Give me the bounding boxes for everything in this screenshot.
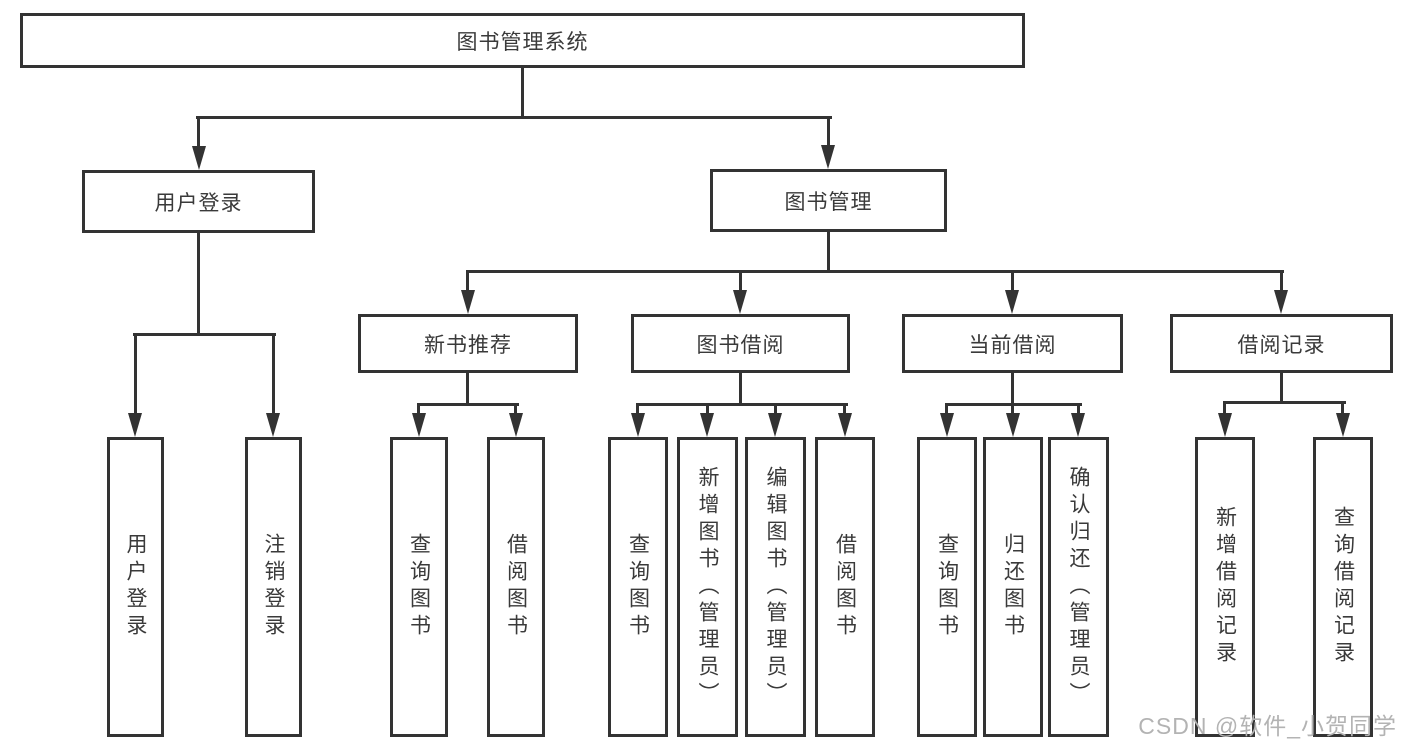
leaf-label: 查询图书 — [407, 533, 431, 641]
node-label: 图书管理系统 — [456, 30, 589, 54]
arrow-down-icon — [266, 413, 280, 437]
connector-drop — [1280, 270, 1283, 293]
connector-rail — [1223, 401, 1346, 404]
leaf-borrow-books-1: 借阅图书 — [487, 437, 545, 737]
connector-drop — [1077, 403, 1080, 416]
leaf-query-books-3: 查询图书 — [917, 437, 977, 737]
leaf-borrow-books-2: 借阅图书 — [815, 437, 875, 737]
arrow-down-icon — [838, 413, 852, 437]
connector-stem — [1011, 373, 1014, 406]
arrow-down-icon — [1274, 290, 1288, 314]
leaf-query-borrow-record: 查询借阅记录 — [1313, 437, 1373, 737]
leaf-add-borrow-record: 新增借阅记录 — [1195, 437, 1255, 737]
connector-drop — [514, 403, 517, 416]
leaf-user-login: 用户登录 — [107, 437, 164, 737]
node-current-borrowing: 当前借阅 — [902, 314, 1123, 373]
leaf-label: 新增借阅记录 — [1213, 506, 1237, 668]
leaf-label: 查询借阅记录 — [1331, 506, 1355, 668]
connector-drop — [466, 270, 469, 293]
connector-stem — [521, 68, 524, 118]
leaf-label: 借阅图书 — [833, 533, 857, 641]
connector-rail — [133, 333, 276, 336]
connector-drop — [197, 116, 200, 148]
node-borrowing-records: 借阅记录 — [1170, 314, 1393, 373]
node-new-book-recommendation: 新书推荐 — [358, 314, 578, 373]
arrow-down-icon — [821, 145, 835, 169]
arrow-down-icon — [733, 290, 747, 314]
connector-drop — [843, 403, 846, 416]
leaf-return-book: 归还图书 — [983, 437, 1043, 737]
connector-drop — [1011, 270, 1014, 293]
connector-rail — [636, 403, 848, 406]
node-label: 当前借阅 — [968, 333, 1057, 357]
node-label: 新书推荐 — [424, 333, 512, 357]
node-label: 用户登录 — [154, 191, 243, 215]
node-label: 图书管理 — [784, 190, 873, 214]
arrow-down-icon — [1336, 413, 1350, 437]
arrow-down-icon — [128, 413, 142, 437]
connector-drop — [417, 403, 420, 416]
leaf-label: 编辑图书（管理员） — [764, 465, 787, 709]
connector-drop — [945, 403, 948, 416]
connector-drop — [1341, 401, 1344, 416]
connector-drop — [739, 270, 742, 293]
arrow-down-icon — [1218, 413, 1232, 437]
arrow-down-icon — [1005, 290, 1019, 314]
connector-drop — [706, 403, 709, 416]
leaf-add-book-admin: 新增图书（管理员） — [677, 437, 738, 737]
connector-drop — [774, 403, 777, 416]
connector-drop — [134, 333, 137, 416]
connector-drop — [636, 403, 639, 416]
connector-stem — [197, 233, 200, 336]
arrow-down-icon — [192, 146, 206, 170]
leaf-label: 用户登录 — [124, 533, 147, 641]
arrow-down-icon — [461, 290, 475, 314]
leaf-label: 新增图书（管理员） — [696, 465, 719, 709]
connector-drop — [1223, 401, 1226, 416]
leaf-label: 归还图书 — [1001, 533, 1025, 641]
connector-rail — [417, 403, 519, 406]
leaf-edit-book-admin: 编辑图书（管理员） — [745, 437, 806, 737]
arrow-down-icon — [509, 413, 523, 437]
arrow-down-icon — [940, 413, 954, 437]
connector-drop — [1011, 403, 1014, 416]
arrow-down-icon — [631, 413, 645, 437]
connector-drop — [272, 333, 275, 416]
watermark: CSDN @软件_小贺同学 — [1138, 713, 1397, 739]
leaf-label: 借阅图书 — [504, 533, 528, 641]
arrow-down-icon — [1006, 413, 1020, 437]
arrow-down-icon — [1071, 413, 1085, 437]
connector-stem — [739, 373, 742, 406]
connector-stem — [827, 232, 830, 273]
node-book-management: 图书管理 — [710, 169, 947, 232]
leaf-label: 注销登录 — [262, 533, 285, 641]
connector-rail — [196, 116, 832, 119]
leaf-query-books-2: 查询图书 — [608, 437, 668, 737]
node-book-borrowing: 图书借阅 — [631, 314, 850, 373]
leaf-confirm-return-admin: 确认归还（管理员） — [1048, 437, 1109, 737]
arrow-down-icon — [700, 413, 714, 437]
node-label: 图书借阅 — [696, 333, 785, 357]
leaf-label: 查询图书 — [935, 533, 959, 641]
leaf-query-books-1: 查询图书 — [390, 437, 448, 737]
node-library-management-system: 图书管理系统 — [20, 13, 1025, 68]
connector-stem — [466, 373, 469, 406]
leaf-label: 确认归还（管理员） — [1067, 465, 1090, 709]
arrow-down-icon — [412, 413, 426, 437]
connector-stem — [1280, 373, 1283, 404]
leaf-label: 查询图书 — [626, 533, 650, 641]
connector-rail — [466, 270, 1284, 273]
connector-drop — [827, 116, 830, 148]
node-user-login: 用户登录 — [82, 170, 315, 233]
node-label: 借阅记录 — [1237, 333, 1326, 357]
arrow-down-icon — [768, 413, 782, 437]
leaf-logout: 注销登录 — [245, 437, 302, 737]
